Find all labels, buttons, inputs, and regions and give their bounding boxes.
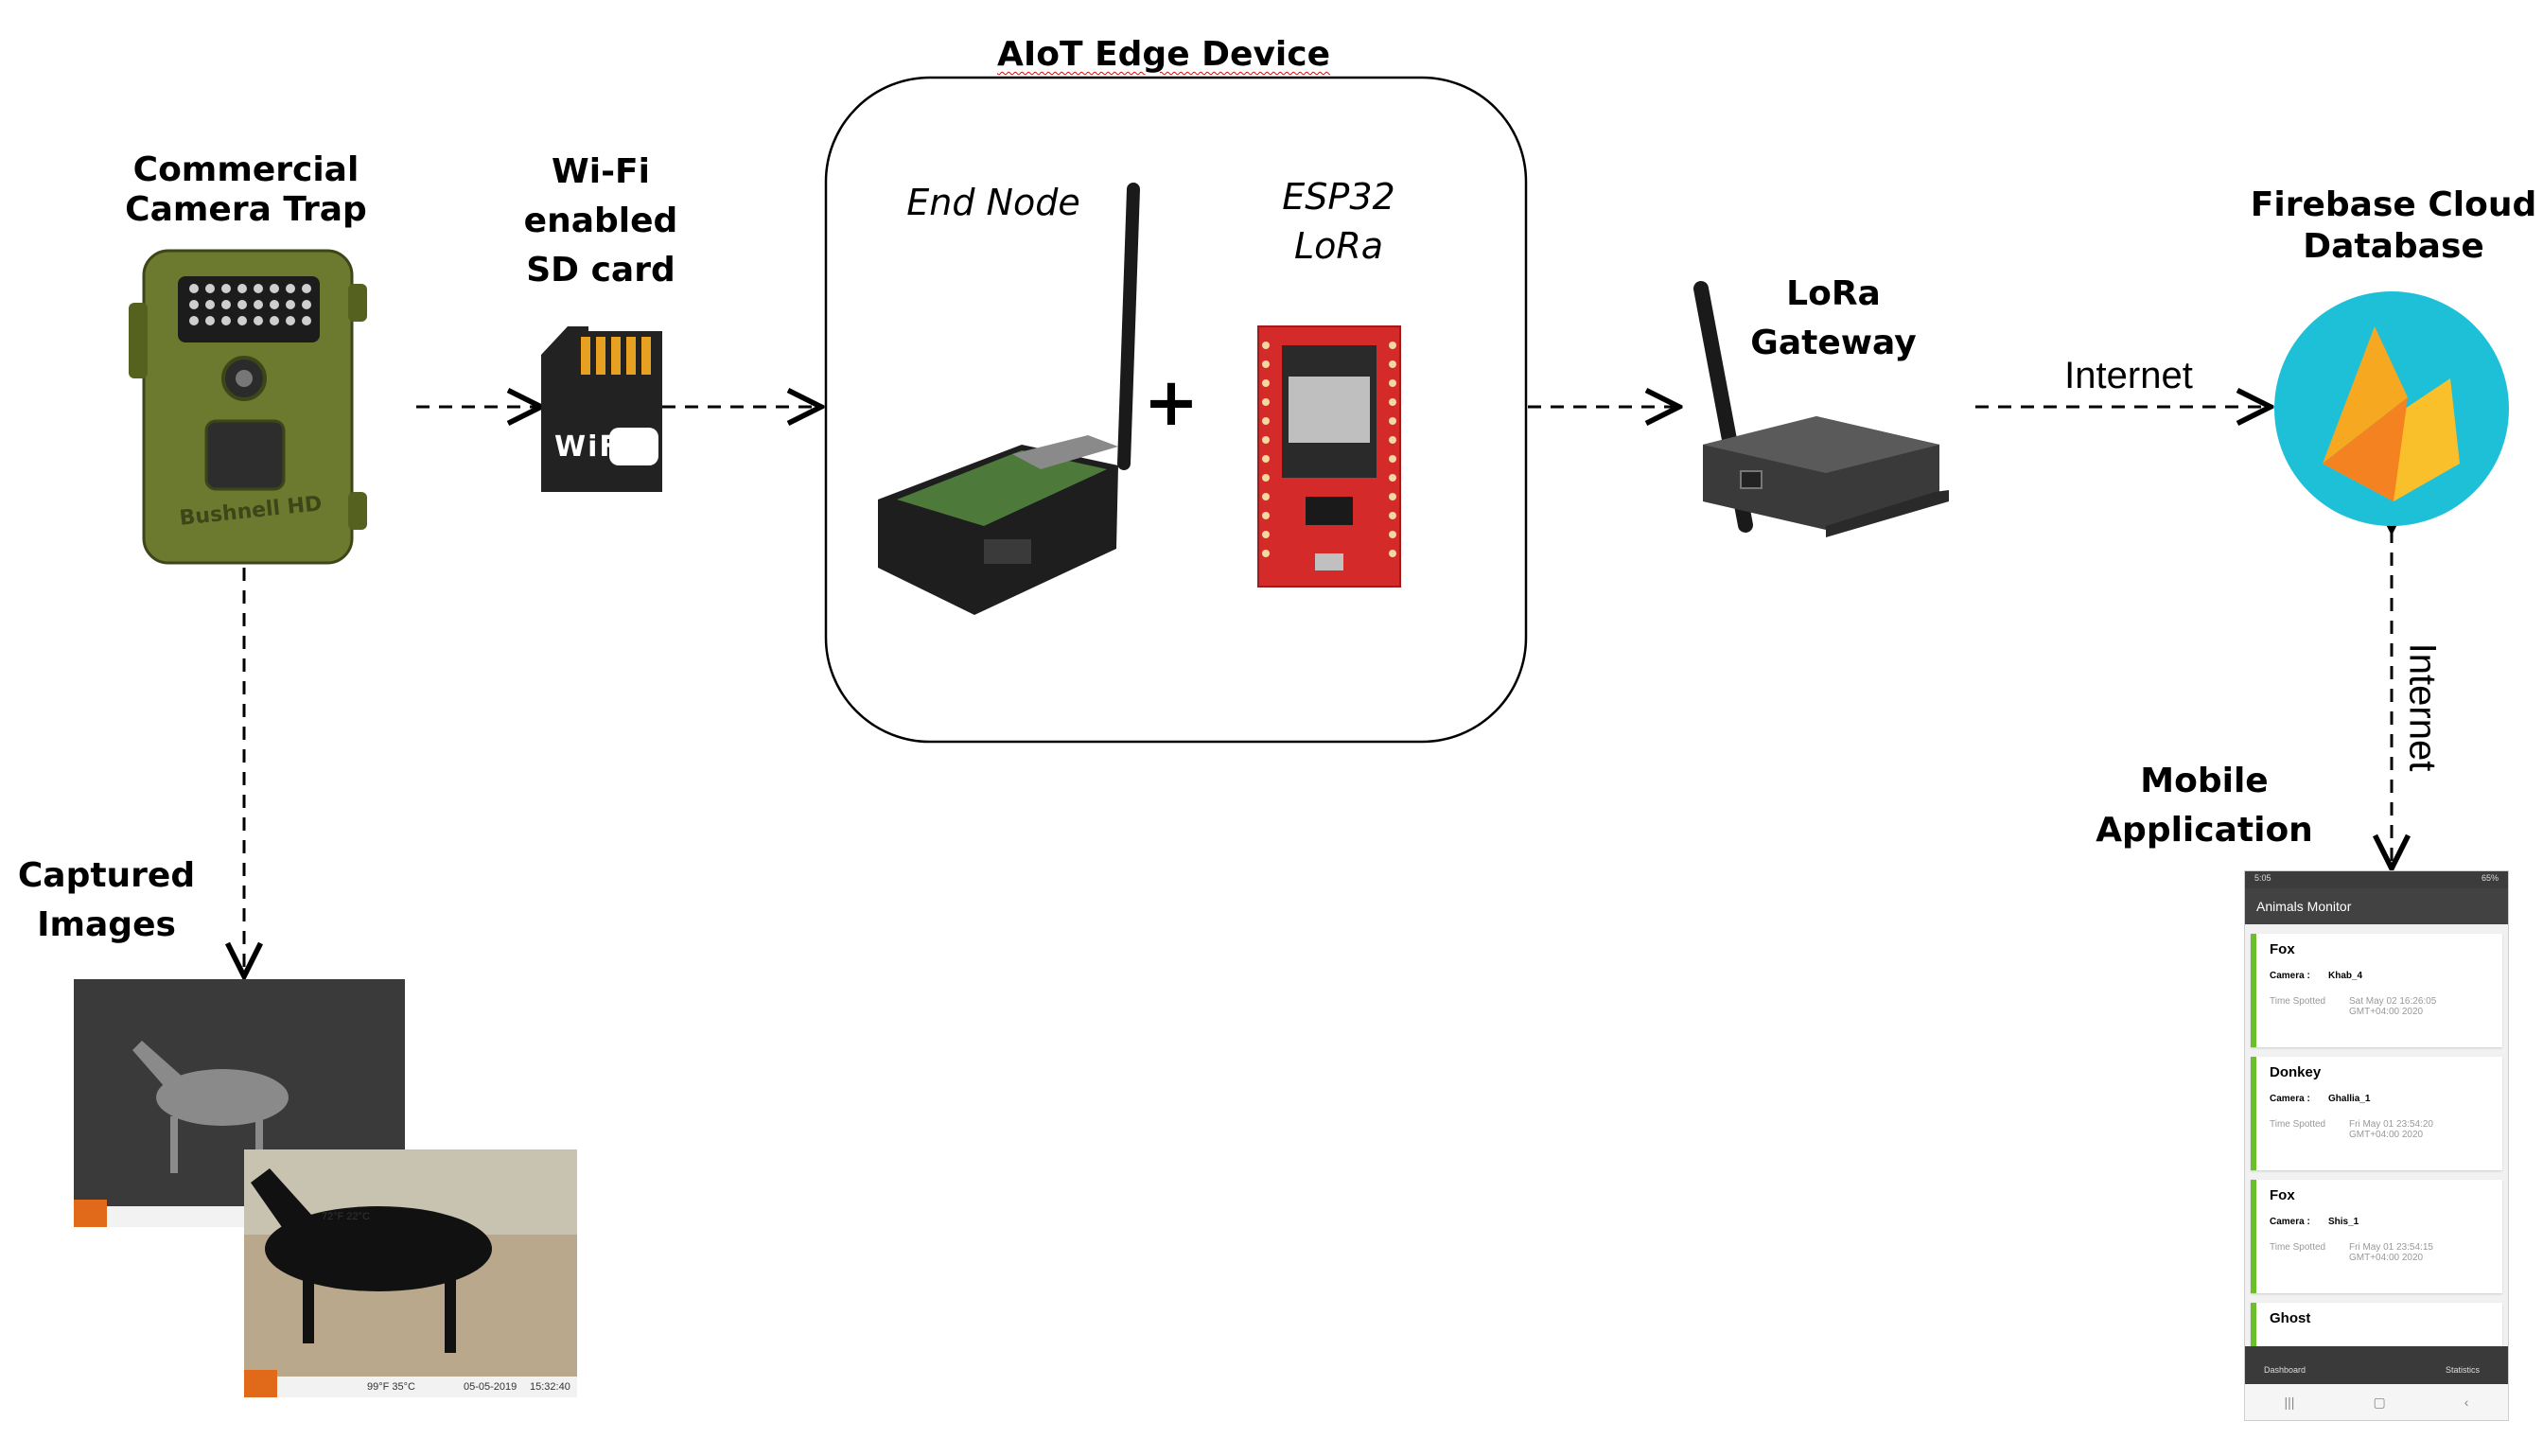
recents-icon[interactable]: |||	[2284, 1395, 2295, 1410]
system-nav-bar: ||| ▢ ‹	[2245, 1384, 2508, 1420]
camera-key: Camera :	[2270, 1094, 2310, 1104]
animal-name: Ghost	[2270, 1310, 2311, 1326]
time-spotted: Fri May 01 23:54:15	[2349, 1242, 2433, 1253]
camera-key: Camera :	[2270, 971, 2310, 981]
bottom-nav-bar: Dashboard Statistics	[2245, 1346, 2508, 1384]
camera-id: Shis_1	[2328, 1217, 2359, 1227]
esp32-lora-board-icon	[1257, 325, 1401, 588]
time-key: Time Spotted	[2270, 1242, 2326, 1253]
animal-name: Donkey	[2270, 1064, 2322, 1080]
lora-gateway-icon	[1693, 281, 1949, 537]
time-zone: GMT+04:00 2020	[2349, 1007, 2424, 1017]
photo1-footer-temp: 72°F 22°C	[322, 1211, 370, 1222]
nav-dashboard[interactable]: Dashboard	[2264, 1365, 2306, 1375]
app-title-bar: Animals Monitor	[2245, 888, 2508, 924]
edge-device-box	[824, 76, 1528, 744]
sd-card-wifi-text: WiFi	[554, 430, 633, 464]
time-spotted: Sat May 02 16:26:05	[2349, 996, 2437, 1007]
mobile-app-screenshot: 5:05 65% Animals Monitor Fox Camera : Kha…	[2244, 870, 2509, 1421]
animal-name: Fox	[2270, 941, 2295, 957]
time-key: Time Spotted	[2270, 1119, 2326, 1130]
time-key: Time Spotted	[2270, 996, 2326, 1007]
end-node-device-icon	[878, 183, 1140, 615]
time-zone: GMT+04:00 2020	[2349, 1253, 2424, 1263]
photo2-footer-time: 15:32:40	[530, 1381, 570, 1393]
photo2-footer-date: 05-05-2019	[464, 1381, 517, 1393]
plus-sign: +	[1143, 363, 1200, 441]
camera-id: Ghallia_1	[2328, 1094, 2371, 1104]
edge-device-title: AIoT Edge Device	[996, 35, 1331, 74]
internet-label-vertical: Internet	[2401, 642, 2444, 772]
photo2-footer-temp: 99°F 35°C	[367, 1381, 415, 1393]
camera-trap-icon	[129, 249, 367, 565]
nav-statistics[interactable]: Statistics	[2445, 1365, 2480, 1375]
status-battery: 65%	[2481, 873, 2499, 883]
phone-status-bar: 5:05 65%	[2245, 871, 2508, 888]
sighting-card[interactable]: Fox Camera : Khab_4 Time Spotted Sat May 0…	[2251, 934, 2502, 1047]
captured-image-donkey	[74, 979, 405, 1227]
home-icon[interactable]: ▢	[2373, 1394, 2386, 1410]
back-icon[interactable]: ‹	[2464, 1395, 2469, 1410]
animal-name: Fox	[2270, 1187, 2295, 1203]
wifi-sd-card-icon	[541, 326, 662, 492]
time-spotted: Fri May 01 23:54:20	[2349, 1119, 2433, 1130]
sighting-card[interactable]: Donkey Camera : Ghallia_1 Time Spotted Fri…	[2251, 1057, 2502, 1170]
camera-key: Camera :	[2270, 1217, 2310, 1227]
camera-id: Khab_4	[2328, 971, 2363, 981]
status-time: 5:05	[2254, 873, 2271, 883]
internet-label-horizontal: Internet	[2064, 355, 2193, 396]
time-zone: GMT+04:00 2020	[2349, 1130, 2424, 1140]
sighting-card[interactable]: Fox Camera : Shis_1 Time Spotted Fri May 0…	[2251, 1180, 2502, 1293]
captured-image-goat	[244, 1149, 577, 1397]
firebase-logo-icon	[2274, 291, 2509, 526]
end-node-label: End Node	[906, 182, 1080, 223]
